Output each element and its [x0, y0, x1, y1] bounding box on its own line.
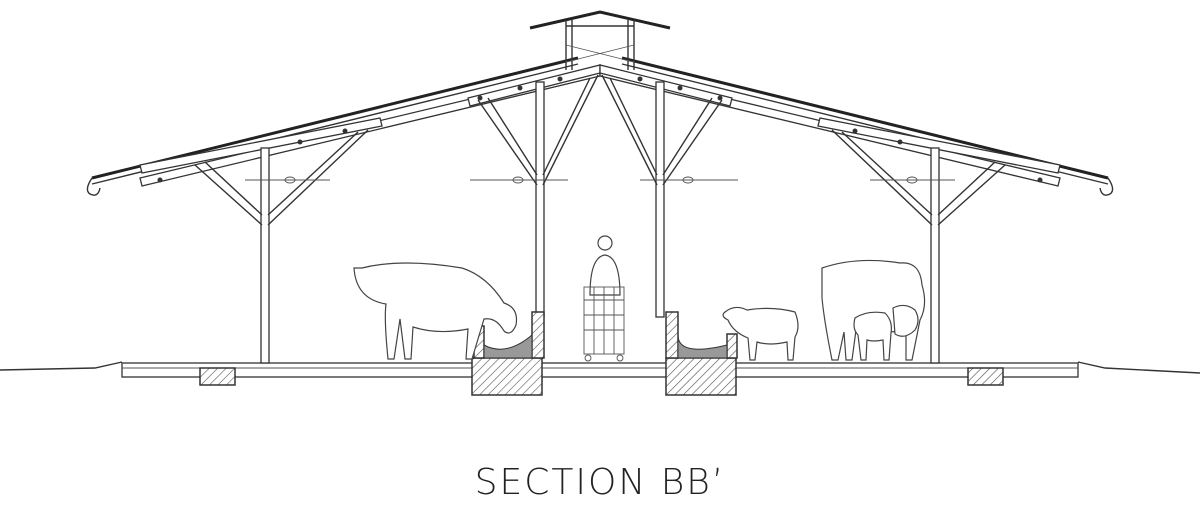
ridge-vent-cupola — [529, 10, 671, 70]
right-gutter — [1099, 177, 1114, 196]
calf-right — [853, 304, 919, 361]
rafters — [139, 64, 1061, 187]
roof — [86, 56, 1114, 196]
calf-center-right — [722, 306, 799, 361]
ceiling-fans — [245, 176, 955, 184]
cow-right — [821, 259, 926, 361]
feed-trough-right — [665, 311, 738, 396]
bolts — [157, 76, 1043, 183]
ground-line — [0, 361, 1200, 374]
feed-trough-left — [471, 311, 545, 396]
floor-slab — [121, 362, 1079, 386]
farmer-with-cart — [583, 235, 625, 362]
left-gutter — [86, 177, 101, 196]
braces — [194, 74, 1006, 226]
posts — [260, 81, 940, 364]
section-title: SECTION BB’ — [474, 462, 726, 503]
cow-left — [353, 262, 518, 360]
